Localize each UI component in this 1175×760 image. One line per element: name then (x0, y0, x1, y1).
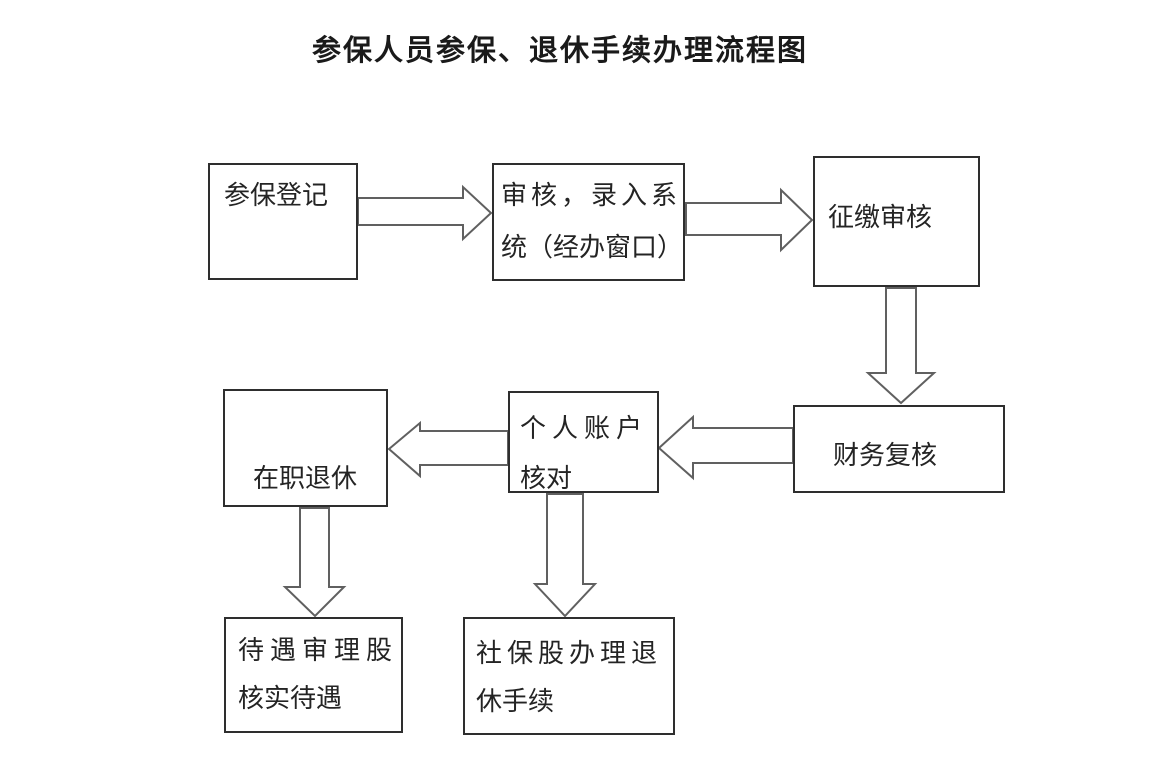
page-title: 参保人员参保、退休手续办理流程图 (311, 35, 808, 67)
node-label: 财务复核 (833, 440, 938, 470)
arrow-retirement-to-benefit-icon (282, 507, 347, 618)
node-label-line1: 社保股办理退 (476, 638, 663, 668)
arrow-account-to-retirement-icon (387, 420, 509, 479)
node-inservice-retirement: 在职退休 (223, 389, 388, 507)
node-label: 参保登记 (224, 180, 329, 210)
arrow-collection-to-finance-icon (865, 287, 937, 405)
node-label: 征缴审核 (828, 202, 933, 232)
node-label-line2: 休手续 (476, 686, 555, 716)
node-label-line2: 核实待遇 (238, 683, 343, 713)
arrow-review-to-collection-icon (685, 187, 814, 253)
node-benefit-review-section: 待遇审理股 核实待遇 (224, 617, 403, 733)
node-label: 在职退休 (253, 463, 358, 493)
node-collection-review: 征缴审核 (813, 156, 980, 287)
node-label-line2: 核对 (520, 463, 573, 493)
node-review-entry: 审核，录入系 统（经办窗口） (492, 163, 685, 281)
arrow-register-to-review-icon (357, 184, 493, 242)
node-personal-account-check: 个人账户 核对 (508, 391, 659, 493)
node-label-line2: 统（经办窗口） (501, 232, 684, 262)
node-finance-recheck: 财务复核 (793, 405, 1005, 493)
arrow-finance-to-account-icon (657, 414, 794, 481)
arrow-account-to-socialsecurity-icon (532, 493, 598, 618)
node-enroll-register: 参保登记 (208, 163, 358, 280)
node-label-line1: 待遇审理股 (238, 635, 399, 665)
node-label-line1: 审核，录入系 (501, 180, 682, 210)
node-social-security-section: 社保股办理退 休手续 (463, 617, 675, 735)
node-label-line1: 个人账户 (520, 413, 649, 443)
